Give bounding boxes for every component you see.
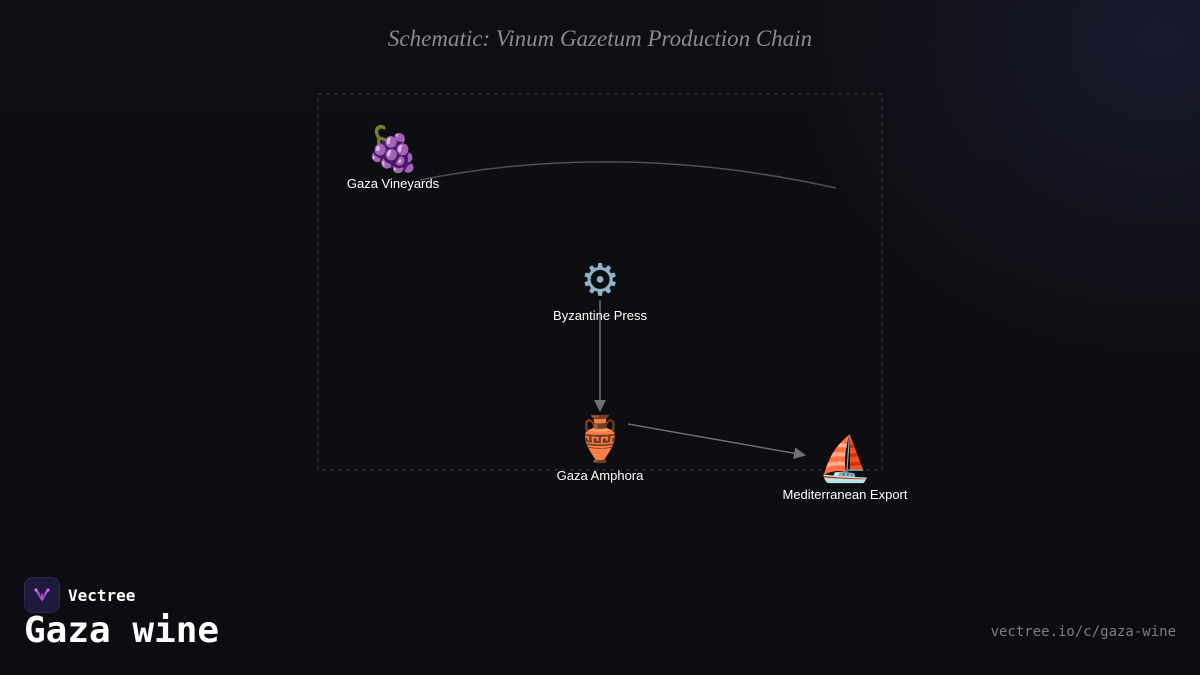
- node-label-vineyards: Gaza Vineyards: [347, 176, 440, 191]
- brand[interactable]: Vectree: [24, 577, 135, 613]
- node-label-press: Byzantine Press: [553, 308, 647, 323]
- page-title: Gaza wine: [24, 610, 220, 651]
- node-amphora[interactable]: 🏺 Gaza Amphora: [557, 414, 644, 483]
- node-export[interactable]: ⛵ Mediterranean Export: [782, 434, 907, 502]
- page-url[interactable]: vectree.io/c/gaza-wine: [990, 624, 1176, 640]
- grapes-icon: 🍇: [366, 124, 421, 175]
- sailboat-icon: ⛵: [818, 434, 873, 485]
- amphora-icon: 🏺: [573, 414, 628, 465]
- node-label-amphora: Gaza Amphora: [557, 468, 644, 483]
- node-label-export: Mediterranean Export: [782, 487, 907, 502]
- diagram-title: Schematic: Vinum Gazetum Production Chai…: [387, 26, 813, 51]
- gear-icon: ⚙: [580, 255, 619, 306]
- brand-name: Vectree: [68, 585, 136, 605]
- node-press[interactable]: ⚙ Byzantine Press: [553, 255, 647, 323]
- edge-amphora-export: [627, 423, 806, 460]
- node-vineyards[interactable]: 🍇 Gaza Vineyards: [347, 124, 440, 191]
- vectree-logo-icon: [24, 577, 60, 613]
- edge-vineyards-export: [419, 161, 837, 189]
- region-boundary: [317, 93, 883, 471]
